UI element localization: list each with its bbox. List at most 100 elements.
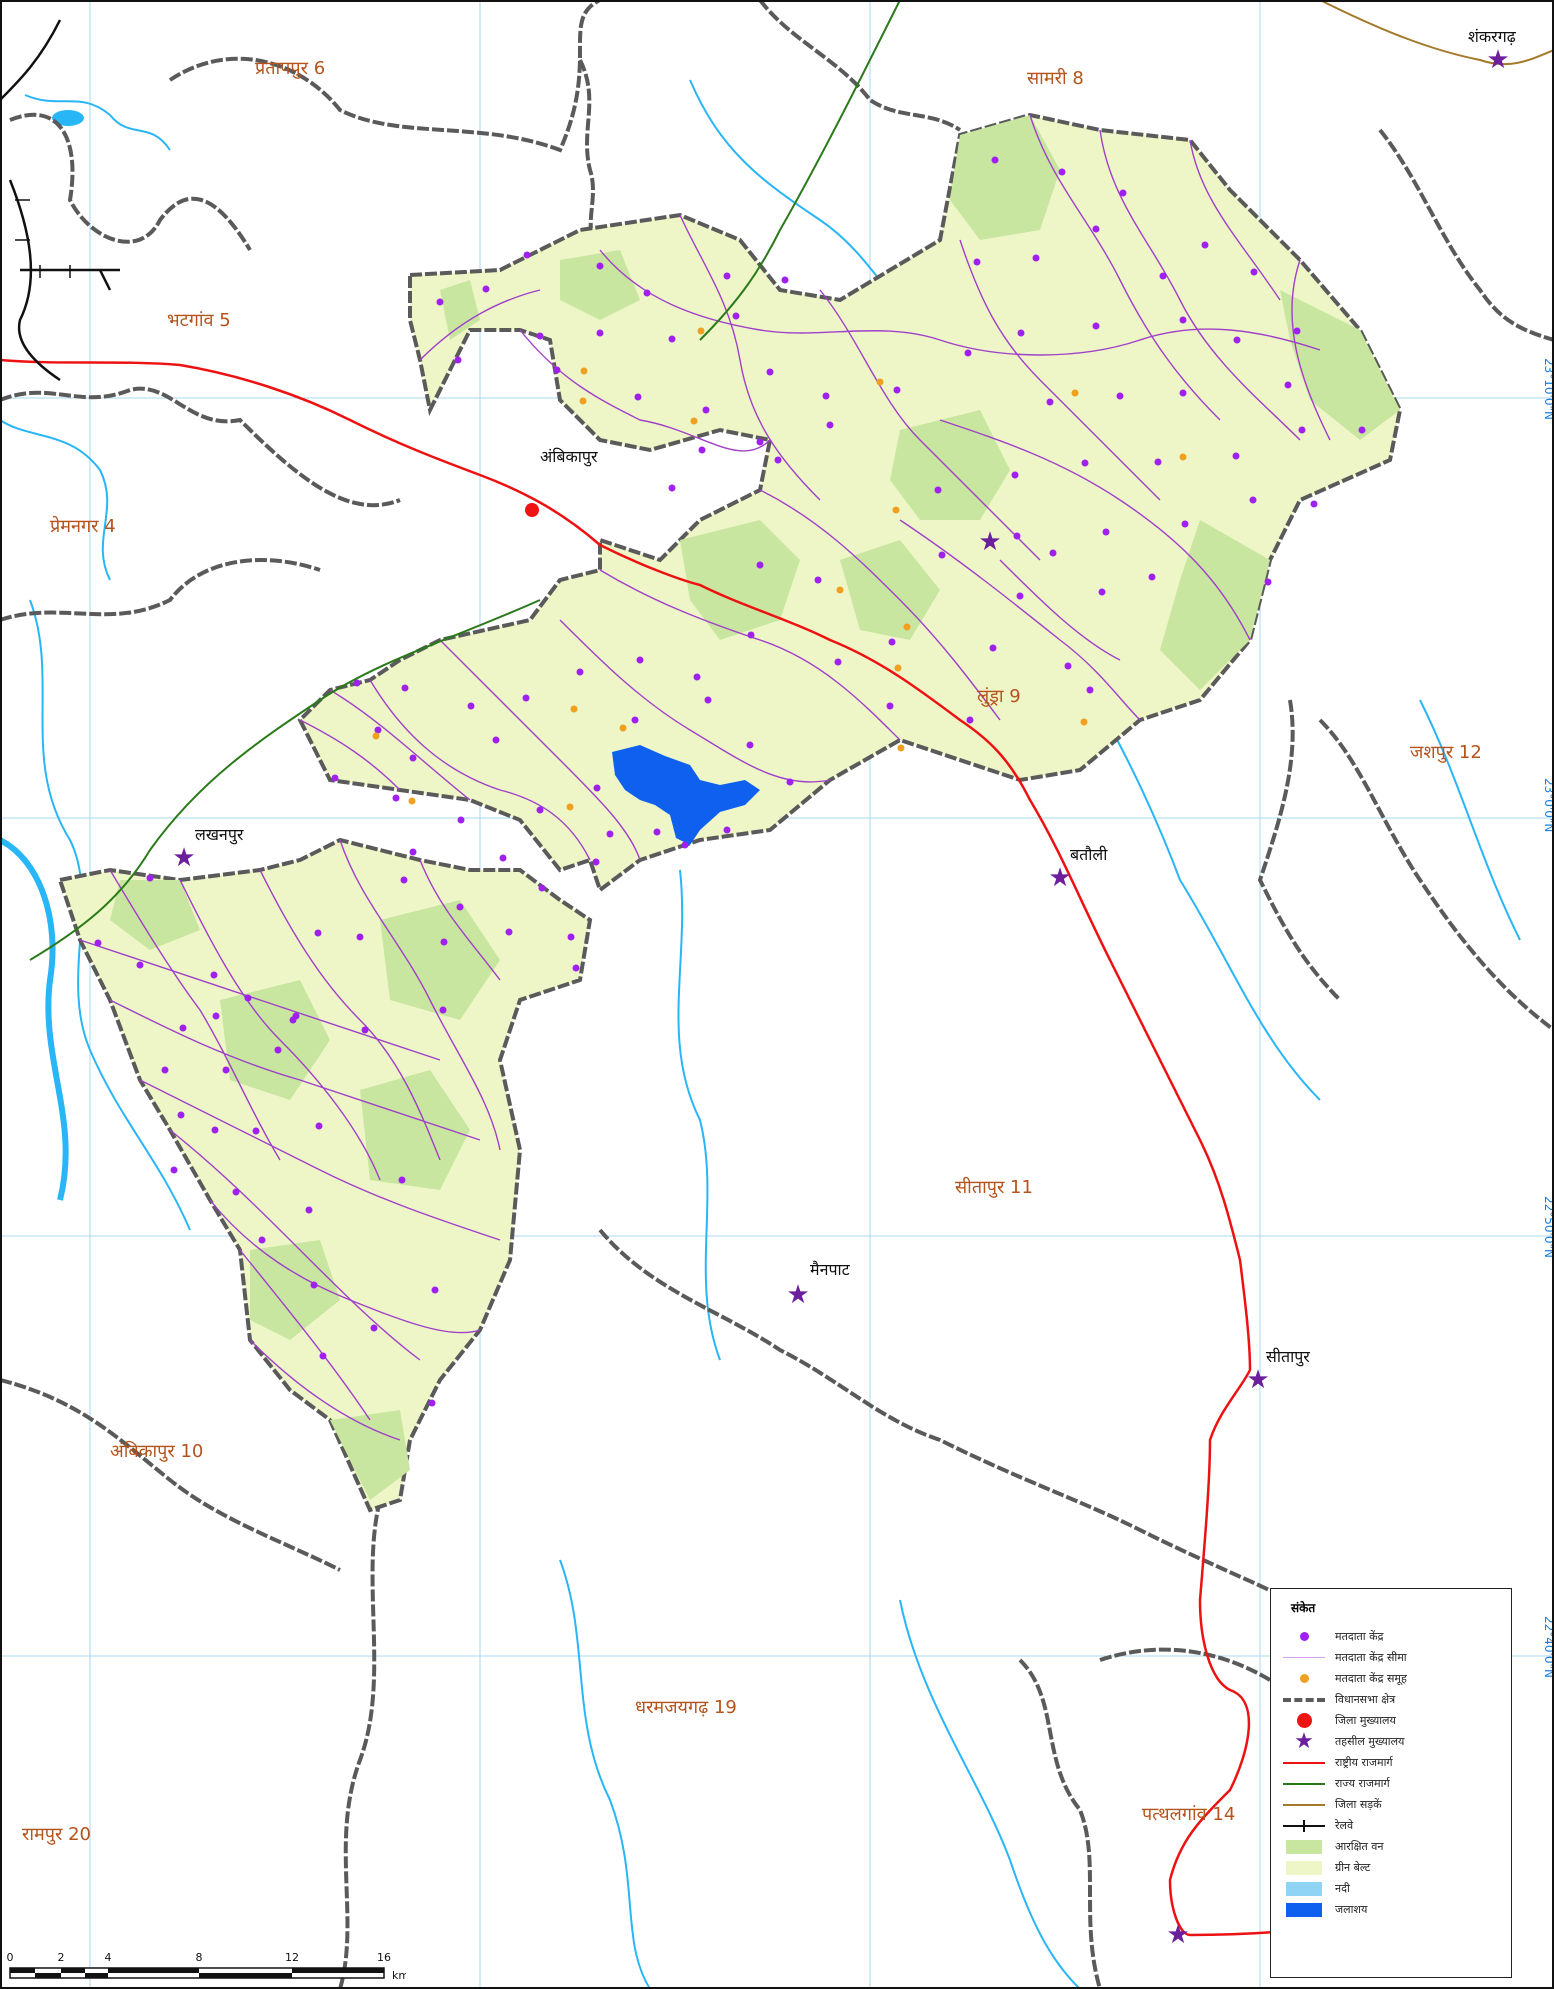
- legend-item: मतदाता केंद्र समूह: [1283, 1668, 1499, 1689]
- lundra-northern-block: [297, 112, 1403, 894]
- district-hq-marker: [525, 503, 539, 517]
- star-icon: ★: [1294, 1728, 1314, 1754]
- river-swatch: [1286, 1881, 1322, 1896]
- latitude-ticks: 23°10'0"N 23°0'0"N 22°50'0"N 22°40'0"N: [1542, 358, 1554, 1678]
- reservoir-swatch: [1286, 1902, 1322, 1917]
- scale-tick: 4: [105, 1951, 112, 1964]
- legend-label: तहसील मुख्यालय: [1335, 1735, 1405, 1748]
- legend-item: रेलवे: [1283, 1815, 1499, 1836]
- legend-item: राष्ट्रीय राजमार्ग: [1283, 1752, 1499, 1773]
- place-label: सीतापुर: [1266, 1347, 1310, 1367]
- ac-label: प्रेमनगर 4: [50, 515, 116, 537]
- svg-text:★: ★: [1166, 1920, 1189, 1950]
- left-river-wide: [0, 837, 69, 1201]
- scale-tick: 2: [58, 1951, 65, 1964]
- place-labels: शंकरगढ़ अंबिकापुर लखनपुर बतौली मैनपाट सी…: [195, 27, 1517, 1367]
- legend-label: ग्रीन बेल्ट: [1335, 1861, 1371, 1874]
- place-label: बतौली: [1070, 845, 1108, 864]
- scale-tick: 8: [196, 1951, 203, 1964]
- ac-label: पत्थलगांव 14: [1142, 1804, 1235, 1825]
- place-label: अंबिकापुर: [540, 447, 598, 467]
- legend-item: ★ तहसील मुख्यालय: [1283, 1728, 1499, 1754]
- place-label: लखनपुर: [195, 825, 244, 845]
- ac-label: लुंड्रा 9: [977, 686, 1021, 707]
- place-label: शंकरगढ़: [1468, 27, 1517, 46]
- ac-label: जशपुर 12: [1410, 742, 1482, 763]
- district-hq-symbol: [1296, 1713, 1312, 1728]
- svg-text:★: ★: [1048, 863, 1071, 893]
- legend-label: जिला मुख्यालय: [1335, 1714, 1396, 1727]
- svg-text:★: ★: [786, 1280, 809, 1310]
- railway-symbol: [1283, 1819, 1325, 1832]
- assembly-boundary-symbol: [1283, 1697, 1325, 1702]
- district-road: [1319, 0, 1554, 66]
- state-highway: [29, 599, 541, 961]
- ac-label: धरमजयगढ़ 19: [635, 1697, 737, 1718]
- legend-label: रेलवे: [1335, 1819, 1354, 1832]
- legend-item: नदी: [1283, 1878, 1499, 1899]
- legend-label: विधानसभा क्षेत्र: [1335, 1693, 1396, 1706]
- legend-item: जिला मुख्यालय: [1283, 1710, 1499, 1731]
- reserved-forest-swatch: [1286, 1839, 1322, 1854]
- legend-label: मतदाता केंद्र समूह: [1335, 1672, 1407, 1685]
- tehsil-hq-markers: ★ ★ ★ ★ ★ ★ ★: [172, 45, 1509, 1950]
- scale-tick: 0: [7, 1951, 14, 1964]
- place-label: मैनपाट: [810, 1260, 851, 1279]
- legend-item: मतदाता केंद्र: [1283, 1626, 1499, 1647]
- polling-booth-symbol: [1299, 1632, 1309, 1641]
- legend-label: राष्ट्रीय राजमार्ग: [1335, 1756, 1393, 1769]
- green-belt-swatch: [1286, 1860, 1322, 1875]
- railway: [0, 19, 120, 382]
- ac-label: सामरी 8: [1027, 67, 1084, 89]
- ac-label: प्रतापपुर 6: [255, 58, 325, 79]
- lundra-constituency: [57, 112, 1403, 1513]
- reservoir: [612, 745, 760, 845]
- legend-label: राज्य राजमार्ग: [1335, 1777, 1390, 1790]
- ac-label: भटगांव 5: [167, 310, 231, 331]
- district-road-symbol: [1283, 1803, 1325, 1806]
- booth-boundary-symbol: [1283, 1657, 1325, 1658]
- legend-label: जिला सड़कें: [1335, 1798, 1382, 1811]
- legend-item: राज्य राजमार्ग: [1283, 1773, 1499, 1794]
- legend-label: नदी: [1335, 1882, 1350, 1895]
- scale-bar: 0 2 4 8 12 16 km: [7, 1951, 407, 1982]
- national-highway-symbol: [1283, 1761, 1325, 1764]
- ac-label: अंबिकापुर 10: [110, 1440, 203, 1462]
- lat-tick: 23°10'0"N: [1542, 358, 1554, 420]
- legend-label: मतदाता केंद्र: [1335, 1630, 1384, 1643]
- state-highway-symbol: [1283, 1782, 1325, 1785]
- lat-tick: 22°50'0"N: [1542, 1196, 1554, 1258]
- legend-label: आरक्षित वन: [1335, 1840, 1384, 1853]
- legend-item: ग्रीन बेल्ट: [1283, 1857, 1499, 1878]
- scale-unit: km: [392, 1969, 406, 1982]
- legend-label: जलाशय: [1335, 1903, 1368, 1916]
- state-highway-north: [699, 0, 901, 341]
- top-left-lake: [52, 110, 84, 126]
- svg-text:★: ★: [1246, 1365, 1269, 1395]
- scale-tick: 16: [377, 1951, 391, 1964]
- legend-title: संकेत: [1291, 1601, 1316, 1615]
- ac-label: रामपुर 20: [22, 1824, 91, 1845]
- legend: संकेत मतदाता केंद्र मतदाता केंद्र सीमा म…: [1270, 1588, 1512, 1978]
- ac-labels: प्रतापपुर 6 सामरी 8 भटगांव 5 प्रेमनगर 4 …: [22, 58, 1482, 1845]
- legend-item: विधानसभा क्षेत्र: [1283, 1689, 1499, 1710]
- national-highway: [0, 358, 1341, 1937]
- booth-group-symbol: [1299, 1674, 1309, 1683]
- legend-item: मतदाता केंद्र सीमा: [1283, 1647, 1499, 1668]
- polling-booths: [94, 156, 1366, 1407]
- svg-text:★: ★: [172, 843, 195, 873]
- legend-label: मतदाता केंद्र सीमा: [1335, 1651, 1407, 1664]
- legend-item: जलाशय: [1283, 1899, 1499, 1920]
- svg-text:★: ★: [1486, 45, 1509, 75]
- scale-tick: 12: [285, 1951, 299, 1964]
- ac-label: सीतापुर 11: [955, 1176, 1033, 1198]
- lat-tick: 22°40'0"N: [1542, 1616, 1554, 1678]
- legend-item: जिला सड़कें: [1283, 1794, 1499, 1815]
- booth-groups: [372, 327, 1187, 811]
- lat-tick: 23°0'0"N: [1542, 778, 1554, 832]
- svg-text:★: ★: [978, 527, 1001, 557]
- legend-item: आरक्षित वन: [1283, 1836, 1499, 1857]
